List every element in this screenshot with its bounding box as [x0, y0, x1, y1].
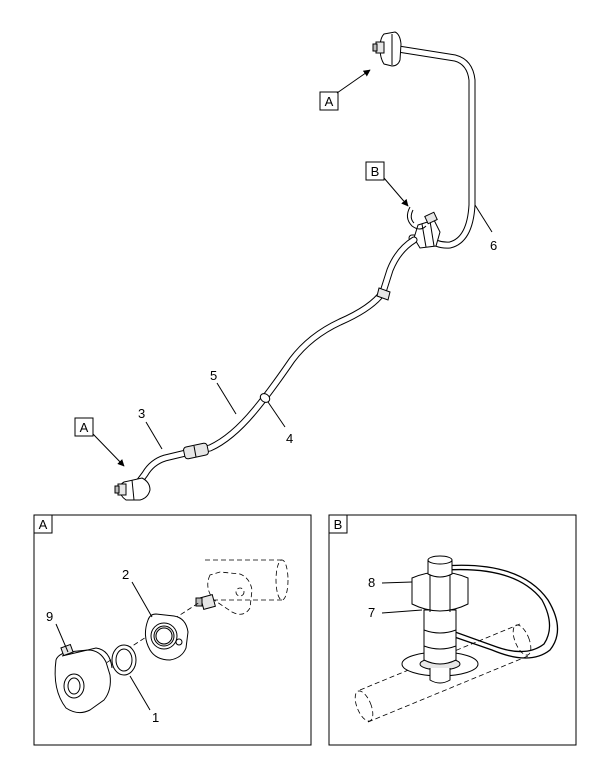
svg-text:A: A: [325, 94, 334, 109]
svg-text:2: 2: [122, 567, 129, 582]
callout-9: 9: [46, 609, 69, 653]
svg-text:4: 4: [286, 431, 293, 446]
detail-panel-b: B 8 7: [328, 514, 577, 746]
lower-end-fitting: [114, 477, 151, 501]
callout-4: 4: [267, 401, 293, 446]
tube-assembly: [114, 31, 476, 501]
callout-2: 2: [122, 567, 153, 618]
callout-1: 1: [129, 675, 159, 725]
svg-text:8: 8: [368, 575, 375, 590]
svg-text:3: 3: [138, 406, 145, 421]
svg-text:B: B: [334, 517, 343, 532]
cap-9: [54, 643, 113, 714]
svg-text:7: 7: [368, 605, 375, 620]
callout-7: 7: [368, 605, 423, 620]
upper-end-fitting: [372, 31, 402, 67]
detail-panel-a: A: [33, 514, 312, 746]
svg-text:5: 5: [210, 368, 217, 383]
tube-5: [186, 236, 418, 456]
view-a-tag-bottom: A: [74, 417, 125, 467]
callout-8: 8: [368, 575, 413, 590]
view-b-tag: B: [365, 161, 409, 207]
svg-text:B: B: [371, 164, 380, 179]
gasket-2: [144, 613, 189, 661]
svg-text:9: 9: [46, 609, 53, 624]
svg-text:A: A: [80, 420, 89, 435]
union-fitting: [406, 206, 441, 249]
svg-text:1: 1: [152, 710, 159, 725]
o-ring-1: [111, 644, 137, 676]
tube-3: [132, 442, 209, 490]
callout-5: 5: [210, 368, 237, 415]
view-a-tag-top: A: [319, 69, 371, 111]
callout-6: 6: [474, 204, 497, 253]
callout-3: 3: [138, 406, 163, 450]
svg-text:A: A: [39, 517, 48, 532]
svg-text:6: 6: [490, 238, 497, 253]
